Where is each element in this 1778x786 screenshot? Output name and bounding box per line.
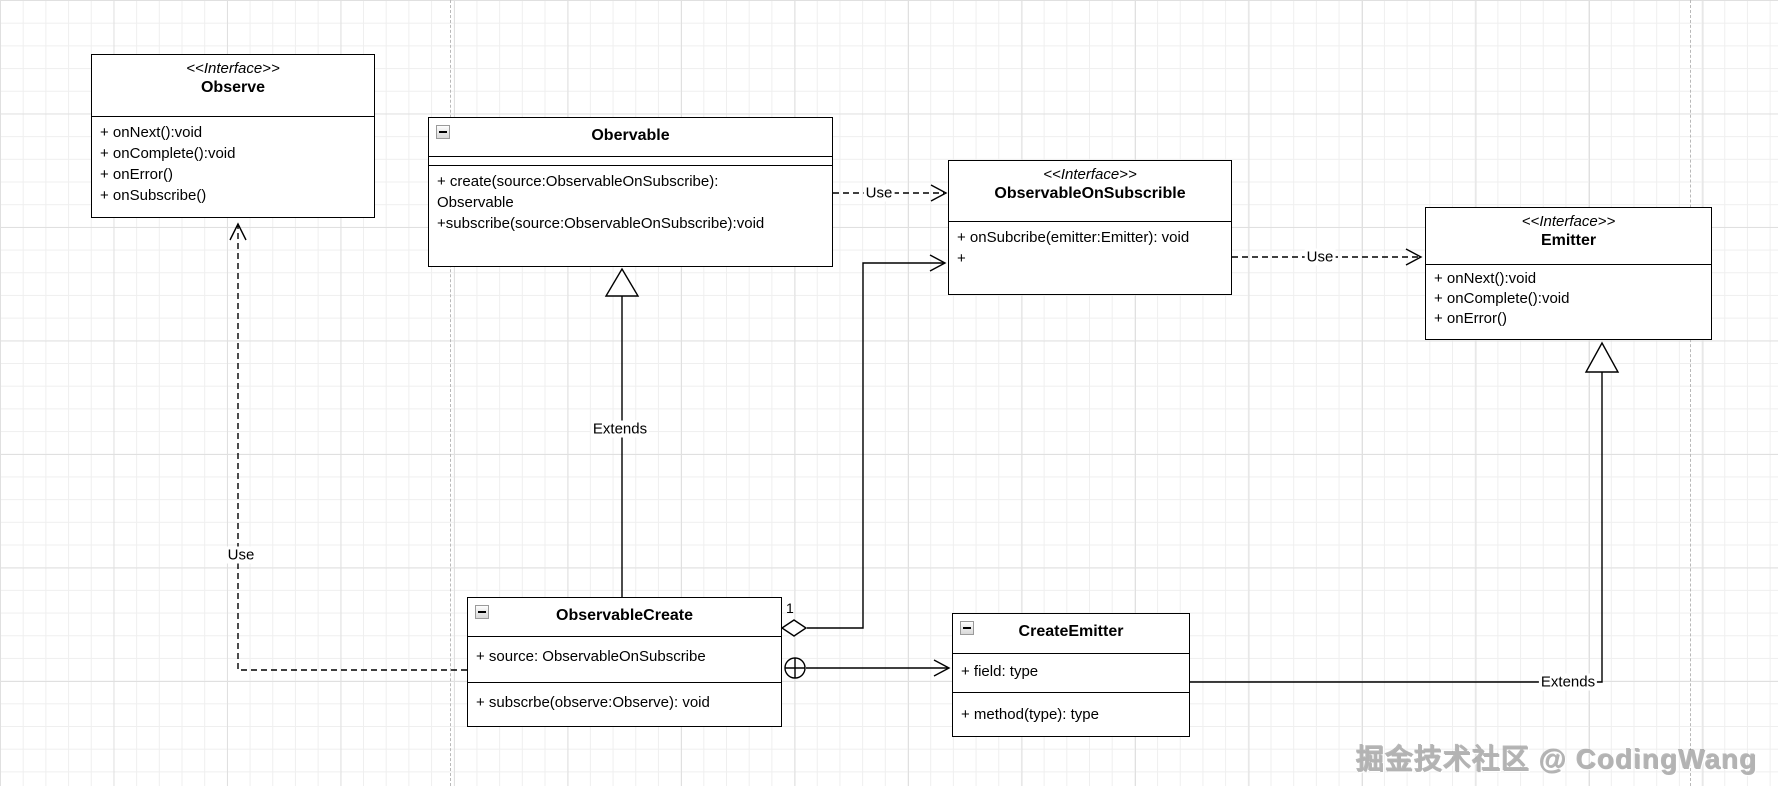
class-name: Obervable — [591, 127, 670, 144]
member-line: + onComplete():void — [1434, 290, 1570, 307]
multiplicity-label: 1 — [786, 600, 794, 616]
class-header-emitter: <<Interface>> Emitter — [1426, 208, 1711, 265]
edge-label-extends: Extends — [590, 420, 650, 438]
containment-observablecreate-to-createemitter — [784, 657, 951, 679]
method-line: + create(source:ObservableOnSubscribe): — [437, 173, 719, 190]
attribute-line: + source: ObservableOnSubscribe — [476, 648, 706, 665]
attribute-section: + source: ObservableOnSubscribe — [468, 637, 781, 682]
class-name: ObservableOnSubscrible — [994, 185, 1186, 202]
member-line: + — [957, 250, 966, 267]
class-name: CreateEmitter — [1018, 623, 1124, 640]
class-box-create-emitter: CreateEmitter + field: type + method(typ… — [952, 613, 1190, 737]
page-boundary-right — [1690, 0, 1691, 786]
edge-label-use: Use — [863, 184, 895, 202]
class-header-observe: <<Interface>> Observe — [92, 55, 374, 117]
class-box-emitter: <<Interface>> Emitter + onNext():void + … — [1425, 207, 1712, 340]
attribute-line: + field: type — [961, 663, 1039, 680]
stereotype-label: <<Interface>> — [1043, 166, 1137, 183]
collapse-minus-icon — [436, 125, 450, 139]
class-header-obervable: Obervable — [429, 118, 832, 157]
member-line: + onNext():void — [100, 124, 203, 141]
member-line: + onNext():void — [1434, 270, 1537, 287]
member-line: + onSubcribe(emitter:Emitter): void — [957, 229, 1190, 246]
watermark-text: 掘金技术社区 @ CodingWang — [1356, 744, 1758, 775]
class-name: Observe — [200, 79, 266, 96]
member-line: + onComplete():void — [100, 145, 236, 162]
class-box-observable-on-subscrible: <<Interface>> ObservableOnSubscrible + o… — [948, 160, 1232, 295]
class-box-observe: <<Interface>> Observe + onNext():void + … — [91, 54, 375, 218]
use-dependency-observablecreate-to-observe — [229, 222, 467, 671]
class-box-observable-create: ObservableCreate + source: ObservableOnS… — [467, 597, 782, 727]
method-line: +subscribe(source:ObservableOnSubscribe)… — [437, 215, 765, 232]
class-name: Emitter — [1540, 232, 1597, 249]
method-section: + subscrbe(observe:Observe): void — [468, 682, 781, 713]
member-section-observe: + onNext():void + onComplete():void + on… — [92, 117, 374, 206]
method-section-obervable: + create(source:ObservableOnSubscribe): … — [429, 166, 832, 234]
stereotype-label: <<Interface>> — [1521, 213, 1616, 230]
edge-label-use: Use — [225, 546, 257, 564]
attribute-section: + field: type — [953, 654, 1189, 692]
member-section-emitter: + onNext():void + onComplete():void + on… — [1426, 265, 1711, 329]
member-line: + onError() — [1434, 310, 1507, 327]
edge-label-use: Use — [1304, 248, 1336, 266]
member-line: + onError() — [100, 166, 173, 183]
class-header-oos: <<Interface>> ObservableOnSubscrible — [949, 161, 1231, 222]
class-header-observable-create: ObservableCreate — [468, 598, 781, 637]
aggregation-observablecreate-to-oos — [780, 254, 947, 637]
collapse-minus-icon — [960, 621, 974, 635]
member-section-oos: + onSubcribe(emitter:Emitter): void + — [949, 222, 1231, 269]
class-box-obervable: Obervable + create(source:ObservableOnSu… — [428, 117, 833, 267]
collapse-minus-icon — [475, 605, 489, 619]
extends-generalization-createemitter-to-emitter — [1190, 341, 1620, 683]
method-line: + method(type): type — [961, 706, 1099, 723]
member-line: + onSubscribe() — [100, 187, 207, 204]
stereotype-label: <<Interface>> — [186, 60, 280, 77]
method-line: Observable — [437, 194, 514, 211]
method-section: + method(type): type — [953, 692, 1189, 725]
class-header-create-emitter: CreateEmitter — [953, 614, 1189, 654]
class-name: ObservableCreate — [556, 607, 693, 624]
edge-label-extends: Extends — [1538, 673, 1598, 691]
empty-attribute-compartment — [429, 157, 832, 166]
method-line: + subscrbe(observe:Observe): void — [476, 694, 710, 711]
